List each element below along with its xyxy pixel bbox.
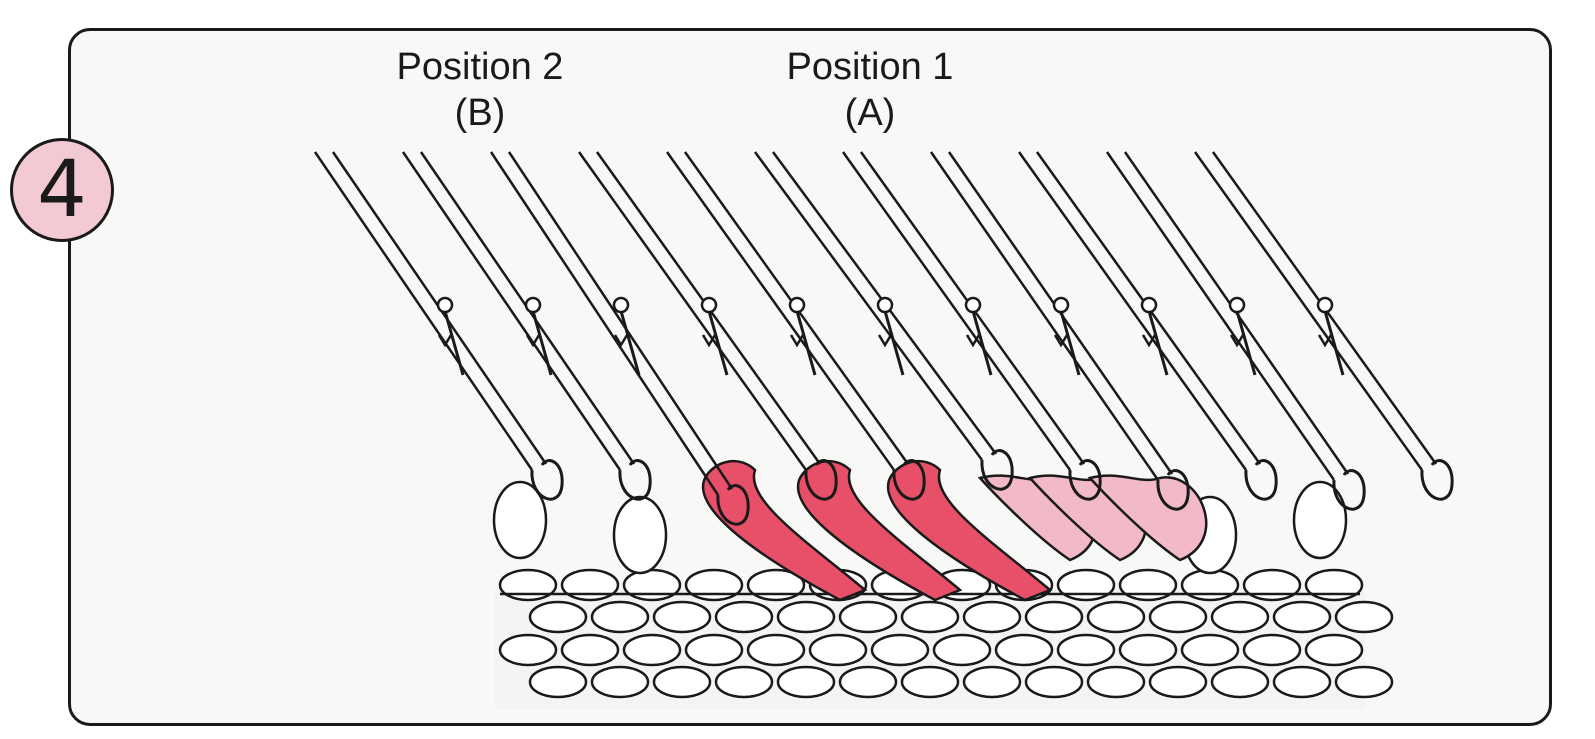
needle-hook xyxy=(1246,461,1276,500)
fabric-loop xyxy=(562,570,618,600)
latch-pivot xyxy=(1142,298,1156,312)
latch-spoon xyxy=(703,335,715,345)
fabric-loop xyxy=(716,602,772,632)
fabric-loop xyxy=(902,667,958,697)
fabric-loop xyxy=(748,635,804,665)
fabric-loop xyxy=(1088,602,1144,632)
fabric-loop xyxy=(1306,570,1362,600)
fabric-loop xyxy=(934,635,990,665)
fabric-loop xyxy=(686,635,742,665)
latch-arm xyxy=(885,311,903,375)
fabric-loop xyxy=(810,635,866,665)
fabric-loop xyxy=(562,635,618,665)
fabric-loop xyxy=(996,635,1052,665)
fabric-loop xyxy=(778,667,834,697)
latch-pivot xyxy=(790,298,804,312)
fabric-loop xyxy=(1244,635,1300,665)
latch-pivot xyxy=(438,298,452,312)
latch-spoon xyxy=(1143,335,1155,345)
latch-needle xyxy=(1195,152,1452,499)
needle-shaft xyxy=(667,152,894,470)
fabric-loop xyxy=(1120,570,1176,600)
fabric-loop xyxy=(1150,602,1206,632)
latch-arm xyxy=(445,311,463,375)
fabric-loop xyxy=(1212,667,1268,697)
fabric-loop xyxy=(1026,667,1082,697)
fabric-loop xyxy=(686,570,742,600)
latch-needles xyxy=(315,152,1452,524)
fabric-loop xyxy=(1274,667,1330,697)
latch-pivot xyxy=(526,298,540,312)
fabric-loop xyxy=(624,570,680,600)
needle-hook xyxy=(1422,461,1452,500)
latch-needle xyxy=(755,152,1012,489)
fabric-loop xyxy=(530,667,586,697)
fabric-loop xyxy=(1182,570,1238,600)
fabric-loop xyxy=(624,635,680,665)
latch-spoon xyxy=(791,335,803,345)
needle-shaft xyxy=(315,152,532,470)
latch-pivot xyxy=(702,298,716,312)
latch-pivot xyxy=(878,298,892,312)
fabric-loop xyxy=(778,602,834,632)
fabric-loop xyxy=(1058,635,1114,665)
latch-spoon xyxy=(527,335,539,345)
edge-stitch-loop xyxy=(1294,482,1346,558)
latch-pivot xyxy=(1054,298,1068,312)
fabric-loop xyxy=(500,635,556,665)
fabric-loop xyxy=(840,667,896,697)
fabric-loop xyxy=(1336,602,1392,632)
latch-spoon xyxy=(439,335,451,345)
fabric-loop xyxy=(840,602,896,632)
fabric-loop xyxy=(1306,635,1362,665)
latch-pivot xyxy=(1230,298,1244,312)
fabric-loop xyxy=(872,635,928,665)
latch-pivot xyxy=(614,298,628,312)
latch-pivot xyxy=(1318,298,1332,312)
fabric-loop xyxy=(1026,602,1082,632)
needle-hook xyxy=(620,461,650,500)
fabric-loop xyxy=(1182,635,1238,665)
needle-shaft xyxy=(403,152,620,470)
fabric-loop xyxy=(964,667,1020,697)
fabric-loop xyxy=(1244,570,1300,600)
fabric-loop xyxy=(716,667,772,697)
fabric-loop xyxy=(592,602,648,632)
fabric-loop xyxy=(654,667,710,697)
fabric-loop xyxy=(592,667,648,697)
fabric-loop xyxy=(1088,667,1144,697)
fabric-loop xyxy=(1212,602,1268,632)
latch-spoon xyxy=(879,335,891,345)
fabric-loop xyxy=(654,602,710,632)
latch-pivot xyxy=(966,298,980,312)
latch-needle xyxy=(579,152,836,499)
fabric-loop xyxy=(1274,602,1330,632)
fabric-loop xyxy=(1058,570,1114,600)
fabric-loop xyxy=(902,602,958,632)
latch-needle xyxy=(1019,152,1276,499)
latch-spoon xyxy=(967,335,979,345)
edge-stitch-loop xyxy=(614,497,666,573)
fabric-loop xyxy=(1120,635,1176,665)
fabric-loop xyxy=(1336,667,1392,697)
fabric-loop xyxy=(530,602,586,632)
fabric-loop xyxy=(500,570,556,600)
fabric-loop xyxy=(1150,667,1206,697)
needle-shaft xyxy=(931,152,1158,480)
needle-shaft xyxy=(491,152,718,495)
latch-spoon xyxy=(1319,335,1331,345)
fabric-loop xyxy=(964,602,1020,632)
latch-arm xyxy=(533,311,551,375)
